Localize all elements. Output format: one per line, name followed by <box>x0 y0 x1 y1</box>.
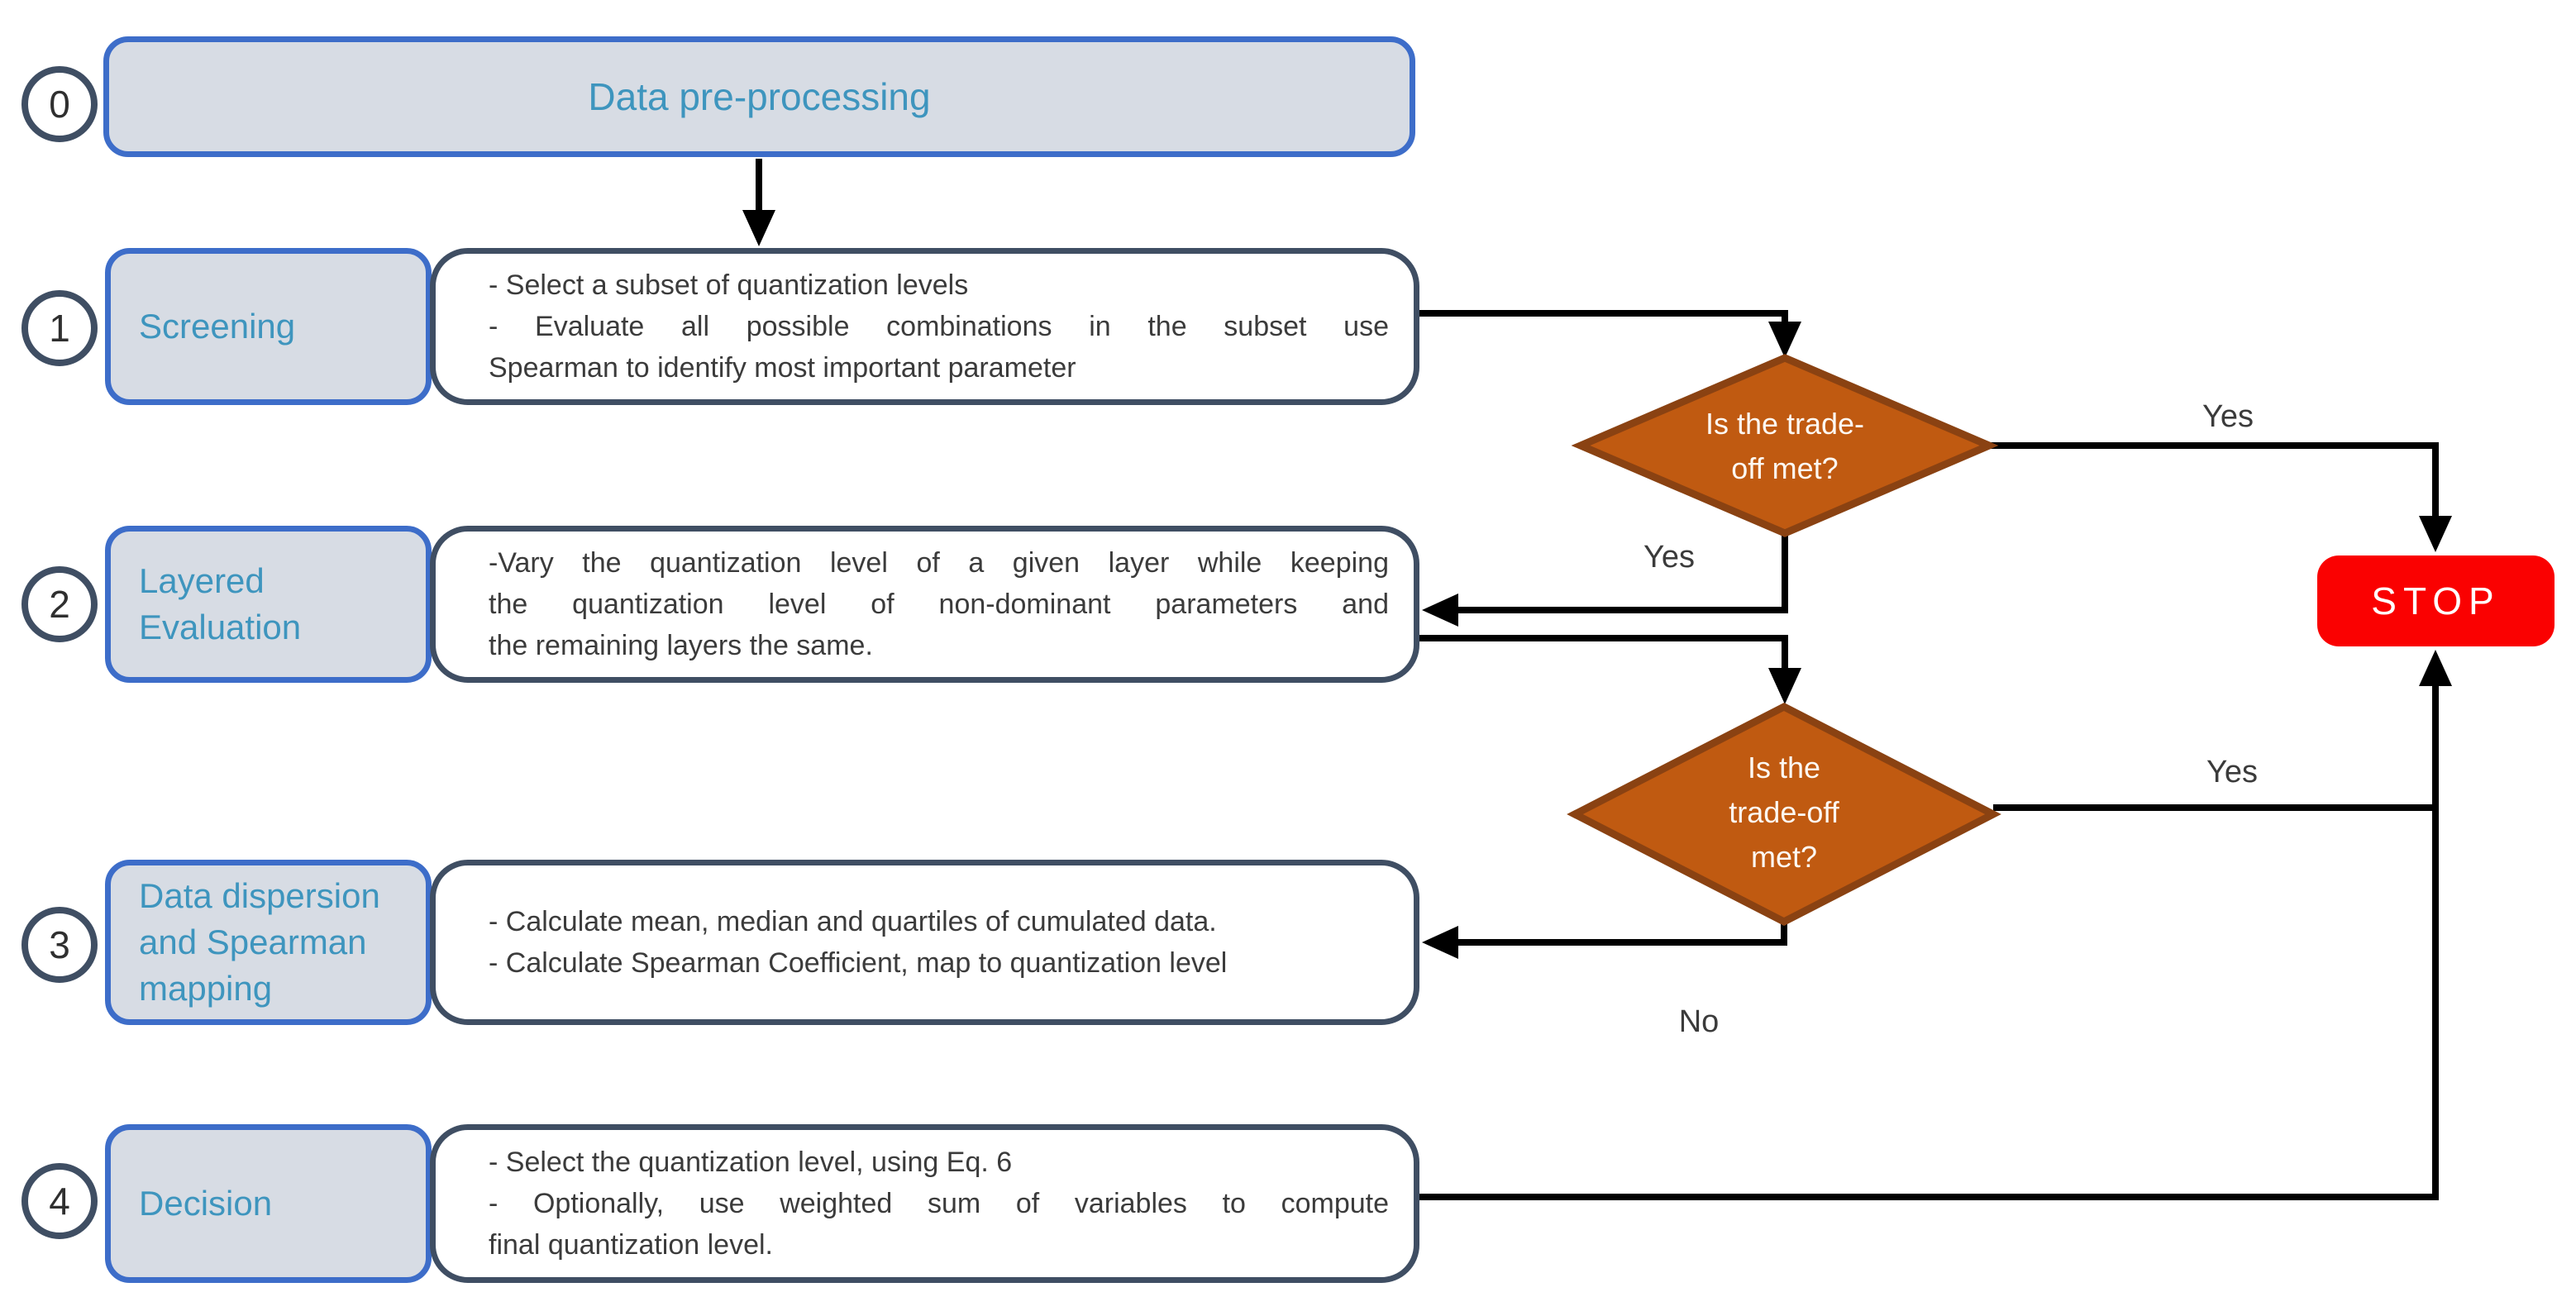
decision2-text-line: Is the <box>1747 751 1821 784</box>
stop-label: STOP <box>2371 579 2501 622</box>
connector-decision1-stop <box>1989 442 2439 521</box>
step3-description-line: - Calculate Spearman Coefficient, map to… <box>489 947 1228 979</box>
step2-number-circle: 2 <box>21 566 98 642</box>
decision1-text-line: off met? <box>1731 451 1839 485</box>
step1-description-line: Spearman to identify most important para… <box>489 352 1076 384</box>
connector-decision2-step3 <box>1453 922 1787 946</box>
arrowhead-stop-top <box>2419 516 2452 552</box>
decision1-text: Is the trade- off met? <box>1636 402 1934 491</box>
connector-decision1-step2 <box>1453 533 1788 613</box>
step0-number: 0 <box>49 83 70 126</box>
arrowhead-step3 <box>1422 926 1458 959</box>
step1-description-line: - Evaluate all possible combinations in … <box>489 311 1389 342</box>
step2-description-line: the remaining layers the same. <box>489 630 873 661</box>
step3-label: Data dispersion and Spearman mapping <box>139 876 380 1008</box>
step4-description-line: - Select the quantization level, using E… <box>489 1147 1013 1178</box>
connector-step2-decision2 <box>1419 635 1788 673</box>
step1-description-line: - Select a subset of quantization levels <box>489 269 969 301</box>
step2-label: Layered Evaluation <box>139 561 302 646</box>
arrowhead-decision2 <box>1768 668 1801 704</box>
decision2-text-line: met? <box>1750 840 1818 874</box>
arrowhead-stop-bottom <box>2419 650 2452 686</box>
connector-step4-stop <box>1418 681 2439 1200</box>
step3-node: Data dispersion and Spearman mapping <box>105 860 432 1025</box>
decision1-text-line: Is the trade- <box>1705 407 1865 441</box>
step2-node: Layered Evaluation <box>105 526 432 683</box>
edge-label-yes-decision1-stop: Yes <box>2202 399 2254 434</box>
step3-number-circle: 3 <box>21 907 98 983</box>
connector-step1-decision1 <box>1419 310 1788 327</box>
step4-node: Decision <box>105 1124 432 1283</box>
edge-label-yes-decision1-step2: Yes <box>1643 540 1695 575</box>
step2-description-line: the quantization level of non-dominant p… <box>489 589 1389 620</box>
step3-description: - Calculate mean, median and quartiles o… <box>430 860 1419 1025</box>
step1-description: - Select a subset of quantization levels… <box>430 248 1419 405</box>
decision1-diamond <box>1571 354 1999 537</box>
edge-label-no-decision2-step3: No <box>1678 1004 1720 1039</box>
decision2-text-line: trade-off <box>1729 795 1839 829</box>
step0-node: Data pre-processing <box>103 36 1415 157</box>
decision2-text: Is the trade-off met? <box>1635 746 1933 880</box>
step1-number-circle: 1 <box>21 290 98 366</box>
arrowhead-step1 <box>742 210 775 246</box>
arrowhead-step2 <box>1422 594 1458 627</box>
step3-number: 3 <box>49 923 70 966</box>
step4-description-line: - Optionally, use weighted sum of variab… <box>489 1188 1389 1219</box>
step1-number: 1 <box>49 307 70 350</box>
stop-node: STOP <box>2317 555 2555 646</box>
step0-label: Data pre-processing <box>588 75 931 118</box>
step2-number: 2 <box>49 583 70 626</box>
step1-node: Screening <box>105 248 432 405</box>
step4-number: 4 <box>49 1180 70 1223</box>
edge-label-yes-decision2-stop: Yes <box>2206 755 2258 789</box>
step2-description-line: -Vary the quantization level of a given … <box>489 547 1389 579</box>
step4-description-line: final quantization level. <box>489 1229 774 1261</box>
step4-label: Decision <box>139 1184 273 1223</box>
decision2-diamond <box>1567 702 2001 927</box>
step2-description: -Vary the quantization level of a given … <box>430 526 1419 683</box>
step1-label: Screening <box>139 307 296 346</box>
step0-number-circle: 0 <box>21 66 98 142</box>
arrowhead-decision1 <box>1768 322 1801 358</box>
step4-number-circle: 4 <box>21 1163 98 1239</box>
step4-description: - Select the quantization level, using E… <box>430 1124 1419 1283</box>
step3-description-line: - Calculate mean, median and quartiles o… <box>489 906 1217 937</box>
